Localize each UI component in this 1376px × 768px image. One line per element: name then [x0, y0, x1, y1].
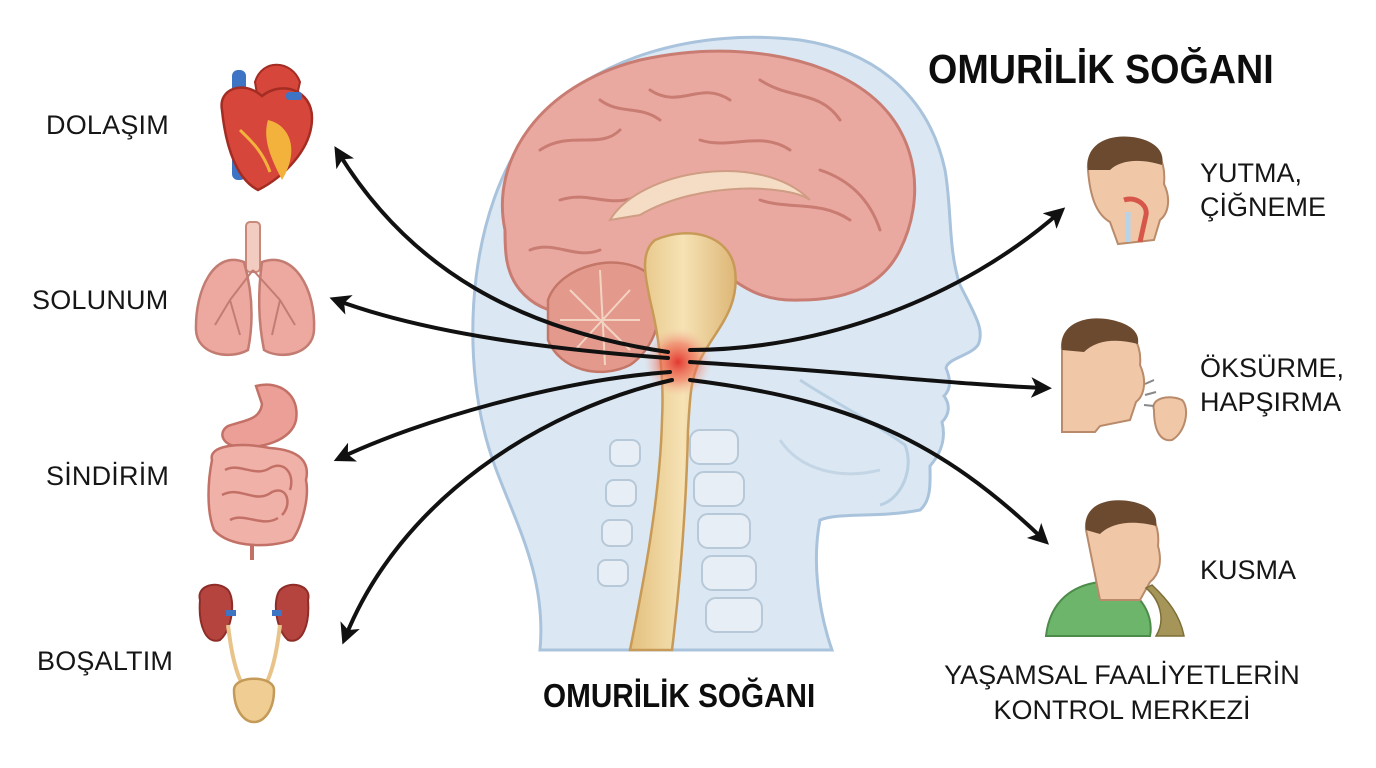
caption: YAŞAMSAL FAALİYETLERİN KONTROL MERKEZİ [906, 658, 1338, 728]
brain-icon [500, 49, 917, 374]
label-swallowing-line1: YUTMA, [1200, 158, 1303, 188]
arrow-to-urinary [340, 378, 674, 645]
urinary-system-icon [198, 583, 310, 724]
label-digestion: SİNDİRİM [46, 461, 170, 491]
arrow-to-lungs [329, 295, 670, 360]
label-coughing-line2: HAPŞIRMA [1200, 387, 1342, 417]
swallowing-person-icon [1086, 136, 1170, 246]
label-respiration: SOLUNUM [32, 285, 169, 315]
label-excretion: BOŞALTIM [37, 646, 174, 676]
arrow-to-swallowing [688, 207, 1066, 352]
vomiting-person-icon [1044, 500, 1185, 637]
center-label: OMURİLİK SOĞANI [543, 677, 816, 714]
arrow-to-vomiting [688, 378, 1049, 545]
label-circulation: DOLAŞIM [46, 110, 169, 140]
vertebrae-icon [597, 429, 763, 633]
label-coughing-line1: ÖKSÜRME, [1200, 353, 1345, 383]
arrow-to-coughing [688, 360, 1052, 398]
heart-icon [220, 63, 314, 192]
page-title: OMURİLİK SOĞANI [928, 46, 1274, 92]
arrow-to-heart [334, 146, 670, 354]
label-swallowing-line2: ÇİĞNEME [1200, 192, 1327, 222]
lungs-icon [194, 221, 316, 357]
caption-line2: KONTROL MERKEZİ [993, 695, 1251, 725]
label-vomiting: KUSMA [1200, 555, 1297, 585]
digestive-system-icon [207, 383, 309, 560]
arrow-to-digestive [333, 370, 672, 462]
caption-line1: YAŞAMSAL FAALİYETLERİN [944, 660, 1300, 690]
coughing-person-icon [1060, 318, 1188, 442]
arrows [329, 146, 1066, 645]
